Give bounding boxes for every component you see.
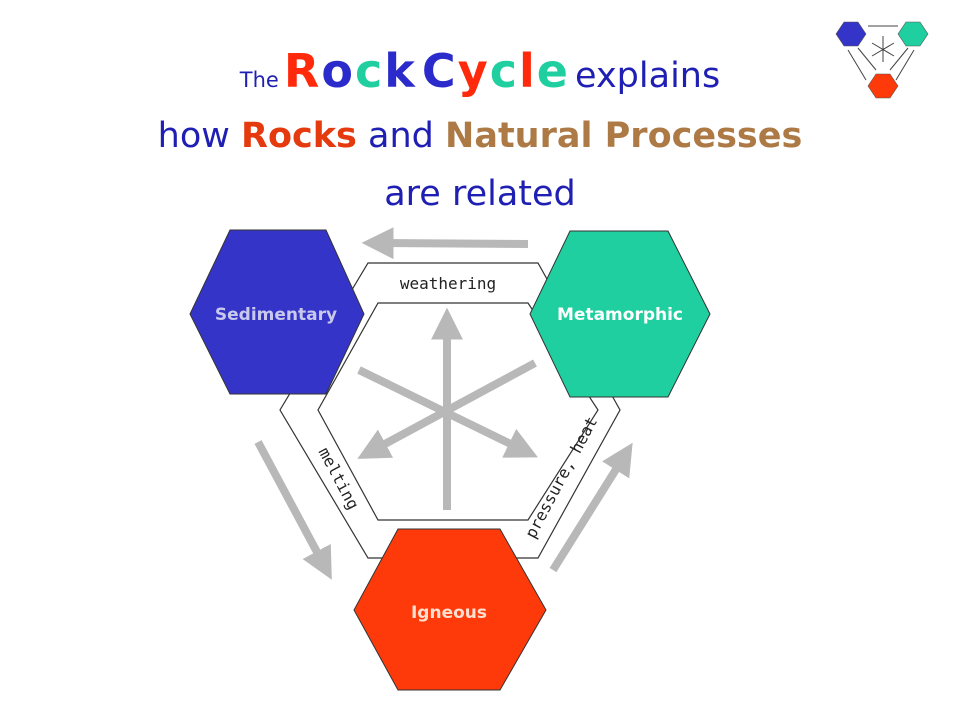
- title-line-3: are related: [0, 174, 960, 214]
- title-line-2: how Rocks and Natural Processes: [0, 116, 960, 156]
- arrow-igneous-to-metamorphic: [549, 442, 633, 573]
- metamorphic-label: Metamorphic: [557, 305, 683, 325]
- outer-arrows: [254, 227, 633, 580]
- igneous-label: Igneous: [411, 603, 487, 623]
- title-are-related: are related: [384, 174, 576, 214]
- sedimentary-hexagon: Sedimentary: [189, 229, 365, 395]
- arrow-sedimentary-to-igneous: [254, 440, 332, 580]
- inner-hexagon: [317, 302, 599, 521]
- sedimentary-label: Sedimentary: [215, 305, 337, 325]
- title-how: how: [157, 116, 230, 156]
- label-weathering: weathering: [400, 274, 496, 293]
- title-rocks: Rocks: [241, 116, 357, 156]
- title-the: The: [239, 68, 279, 92]
- title-natural-processes: Natural Processes: [445, 116, 803, 156]
- metamorphic-hexagon: Metamorphic: [529, 230, 711, 398]
- title-rock: Rock: [283, 44, 417, 98]
- arrow-metamorphic-to-sedimentary: [361, 227, 529, 260]
- inner-arrows: [357, 307, 538, 510]
- title-explains: explains: [575, 56, 721, 96]
- title-cycle: Cycle: [421, 44, 570, 98]
- igneous-hexagon: Igneous: [353, 528, 547, 691]
- arrow-down-left: [357, 359, 537, 459]
- rock-cycle-logo-icon: [835, 21, 929, 99]
- title-line-1: The Rock Cycle explains: [0, 44, 960, 98]
- arrow-down-right: [357, 366, 538, 458]
- title-and: and: [368, 116, 434, 156]
